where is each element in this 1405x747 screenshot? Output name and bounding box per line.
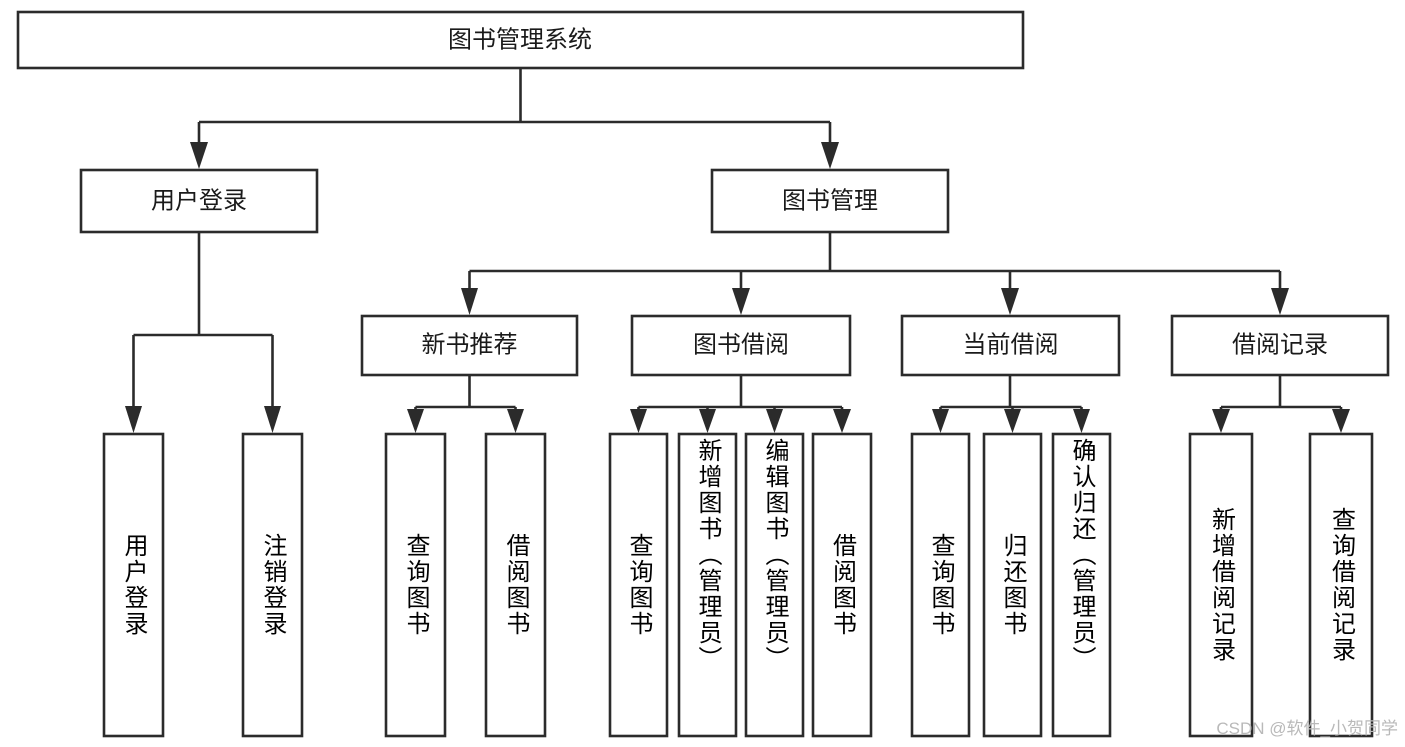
arrow-head-book-borrow <box>732 288 750 315</box>
node-leaf-confirm-return-admin-textwrap: 确认归还（管理员） <box>1068 438 1095 672</box>
arrow-head-leaf-confirm-return-admin <box>1073 409 1090 433</box>
node-user-login[interactable]: 用户登录 <box>79 168 319 234</box>
node-new-book-recommend[interactable]: 新书推荐 <box>360 314 579 377</box>
node-leaf-add-borrow-record[interactable]: 新增借阅记录 <box>1188 432 1254 738</box>
node-leaf-query-book-recommend-box[interactable] <box>384 432 447 738</box>
node-root-box[interactable] <box>16 10 1025 70</box>
node-book-borrow-box[interactable] <box>630 314 852 377</box>
node-leaf-query-book-current[interactable]: 查询图书 <box>910 432 971 738</box>
arrow-head-leaf-add-borrow-record <box>1212 409 1230 433</box>
node-leaf-query-book-recommend-label: 查询图书 <box>402 533 429 637</box>
node-leaf-add-book-admin-label: 新增图书（管理员） <box>694 438 721 672</box>
node-leaf-query-book-borrow-box[interactable] <box>608 432 669 738</box>
node-leaf-add-book-admin-textwrap: 新增图书（管理员） <box>694 438 721 672</box>
node-current-borrow-box[interactable] <box>900 314 1121 377</box>
node-leaf-user-logout-textwrap: 注销登录 <box>259 533 286 637</box>
node-leaf-add-borrow-record-label: 新增借阅记录 <box>1207 507 1235 663</box>
node-leaf-edit-book-admin-box[interactable] <box>744 432 805 738</box>
arrow-head-leaf-borrow-book <box>833 409 851 433</box>
node-book-management-box[interactable] <box>710 168 950 234</box>
node-leaf-query-book-current-box[interactable] <box>910 432 971 738</box>
arrow-head-leaf-query-book-current <box>932 409 949 433</box>
node-leaf-confirm-return-admin-label: 确认归还（管理员） <box>1068 438 1095 672</box>
arrow-head-leaf-user-logout <box>264 406 281 433</box>
node-leaf-add-book-admin[interactable]: 新增图书（管理员） <box>677 432 738 738</box>
node-leaf-return-book-textwrap: 归还图书 <box>999 533 1026 637</box>
watermark-label: CSDN @软件_小贺同学 <box>1216 719 1398 738</box>
node-leaf-return-book[interactable]: 归还图书 <box>982 432 1043 738</box>
node-leaf-query-borrow-record-box[interactable] <box>1308 432 1374 738</box>
node-leaf-user-login[interactable]: 用户登录 <box>102 432 165 738</box>
node-borrow-record-box[interactable] <box>1170 314 1390 377</box>
node-leaf-query-borrow-record-textwrap: 查询借阅记录 <box>1327 507 1355 663</box>
node-borrow-record[interactable]: 借阅记录 <box>1170 314 1390 377</box>
node-leaf-query-borrow-record-label: 查询借阅记录 <box>1327 507 1355 663</box>
node-leaf-borrow-book-recommend-box[interactable] <box>484 432 547 738</box>
node-leaf-edit-book-admin[interactable]: 编辑图书（管理员） <box>744 432 805 738</box>
node-book-borrow-label: 图书借阅 <box>693 331 789 358</box>
arrow-head-leaf-query-borrow-record <box>1332 409 1350 433</box>
node-leaf-user-login-box[interactable] <box>102 432 165 738</box>
arrow-head-user-login <box>190 142 208 169</box>
arrow-head-leaf-query-book-recommend <box>407 409 424 433</box>
arrow-head-leaf-query-book-borrow <box>630 409 647 433</box>
node-leaf-query-book-recommend[interactable]: 查询图书 <box>384 432 447 738</box>
node-leaf-borrow-book-recommend-textwrap: 借阅图书 <box>502 533 529 637</box>
node-leaf-return-book-label: 归还图书 <box>999 533 1026 637</box>
node-leaf-user-logout-label: 注销登录 <box>259 533 286 637</box>
connector-layer <box>125 68 1350 433</box>
node-leaf-borrow-book-recommend-label: 借阅图书 <box>502 533 529 637</box>
arrow-head-current-borrow <box>1001 288 1019 315</box>
arrow-head-leaf-return-book <box>1004 409 1021 433</box>
arrow-head-leaf-borrow-book-recommend <box>507 409 524 433</box>
node-leaf-query-book-borrow[interactable]: 查询图书 <box>608 432 669 738</box>
arrow-head-new-book-recommend <box>461 288 478 315</box>
node-new-book-recommend-label: 新书推荐 <box>422 331 518 358</box>
node-leaf-edit-book-admin-textwrap: 编辑图书（管理员） <box>761 438 788 672</box>
arrow-head-book-management <box>821 142 839 169</box>
node-current-borrow[interactable]: 当前借阅 <box>900 314 1121 377</box>
node-root[interactable]: 图书管理系统 <box>16 10 1025 70</box>
node-book-management-label: 图书管理 <box>782 187 878 214</box>
arrow-head-leaf-user-login <box>125 406 142 433</box>
node-leaf-add-book-admin-box[interactable] <box>677 432 738 738</box>
node-leaf-query-book-recommend-textwrap: 查询图书 <box>402 533 429 637</box>
node-leaf-edit-book-admin-label: 编辑图书（管理员） <box>761 438 788 672</box>
node-leaf-user-login-label: 用户登录 <box>120 533 147 637</box>
node-leaf-borrow-book-box[interactable] <box>811 432 873 738</box>
node-new-book-recommend-box[interactable] <box>360 314 579 377</box>
node-user-login-box[interactable] <box>79 168 319 234</box>
node-root-label: 图书管理系统 <box>448 26 592 53</box>
node-leaf-borrow-book-label: 借阅图书 <box>828 533 856 637</box>
node-leaf-query-book-borrow-textwrap: 查询图书 <box>625 533 652 637</box>
node-borrow-record-label: 借阅记录 <box>1232 331 1328 358</box>
node-leaf-query-book-current-label: 查询图书 <box>927 533 954 637</box>
node-leaf-user-logout-box[interactable] <box>241 432 304 738</box>
node-leaf-borrow-book-recommend[interactable]: 借阅图书 <box>484 432 547 738</box>
node-leaf-return-book-box[interactable] <box>982 432 1043 738</box>
node-leaf-borrow-book[interactable]: 借阅图书 <box>811 432 873 738</box>
node-leaf-query-book-current-textwrap: 查询图书 <box>927 533 954 637</box>
arrow-head-leaf-add-book-admin <box>699 409 716 433</box>
node-leaf-user-login-textwrap: 用户登录 <box>120 533 147 637</box>
arrow-head-borrow-record <box>1271 288 1289 315</box>
node-current-borrow-label: 当前借阅 <box>963 331 1059 358</box>
node-leaf-confirm-return-admin[interactable]: 确认归还（管理员） <box>1051 432 1112 738</box>
node-leaf-add-borrow-record-box[interactable] <box>1188 432 1254 738</box>
node-book-management[interactable]: 图书管理 <box>710 168 950 234</box>
node-leaf-query-borrow-record[interactable]: 查询借阅记录 <box>1308 432 1374 738</box>
node-user-login-label: 用户登录 <box>151 187 247 214</box>
arrow-head-leaf-edit-book-admin <box>766 409 783 433</box>
node-leaf-borrow-book-textwrap: 借阅图书 <box>828 533 856 637</box>
node-leaf-add-borrow-record-textwrap: 新增借阅记录 <box>1207 507 1235 663</box>
node-leaf-query-book-borrow-label: 查询图书 <box>625 533 652 637</box>
node-book-borrow[interactable]: 图书借阅 <box>630 314 852 377</box>
node-leaf-user-logout[interactable]: 注销登录 <box>241 432 304 738</box>
node-leaf-confirm-return-admin-box[interactable] <box>1051 432 1112 738</box>
